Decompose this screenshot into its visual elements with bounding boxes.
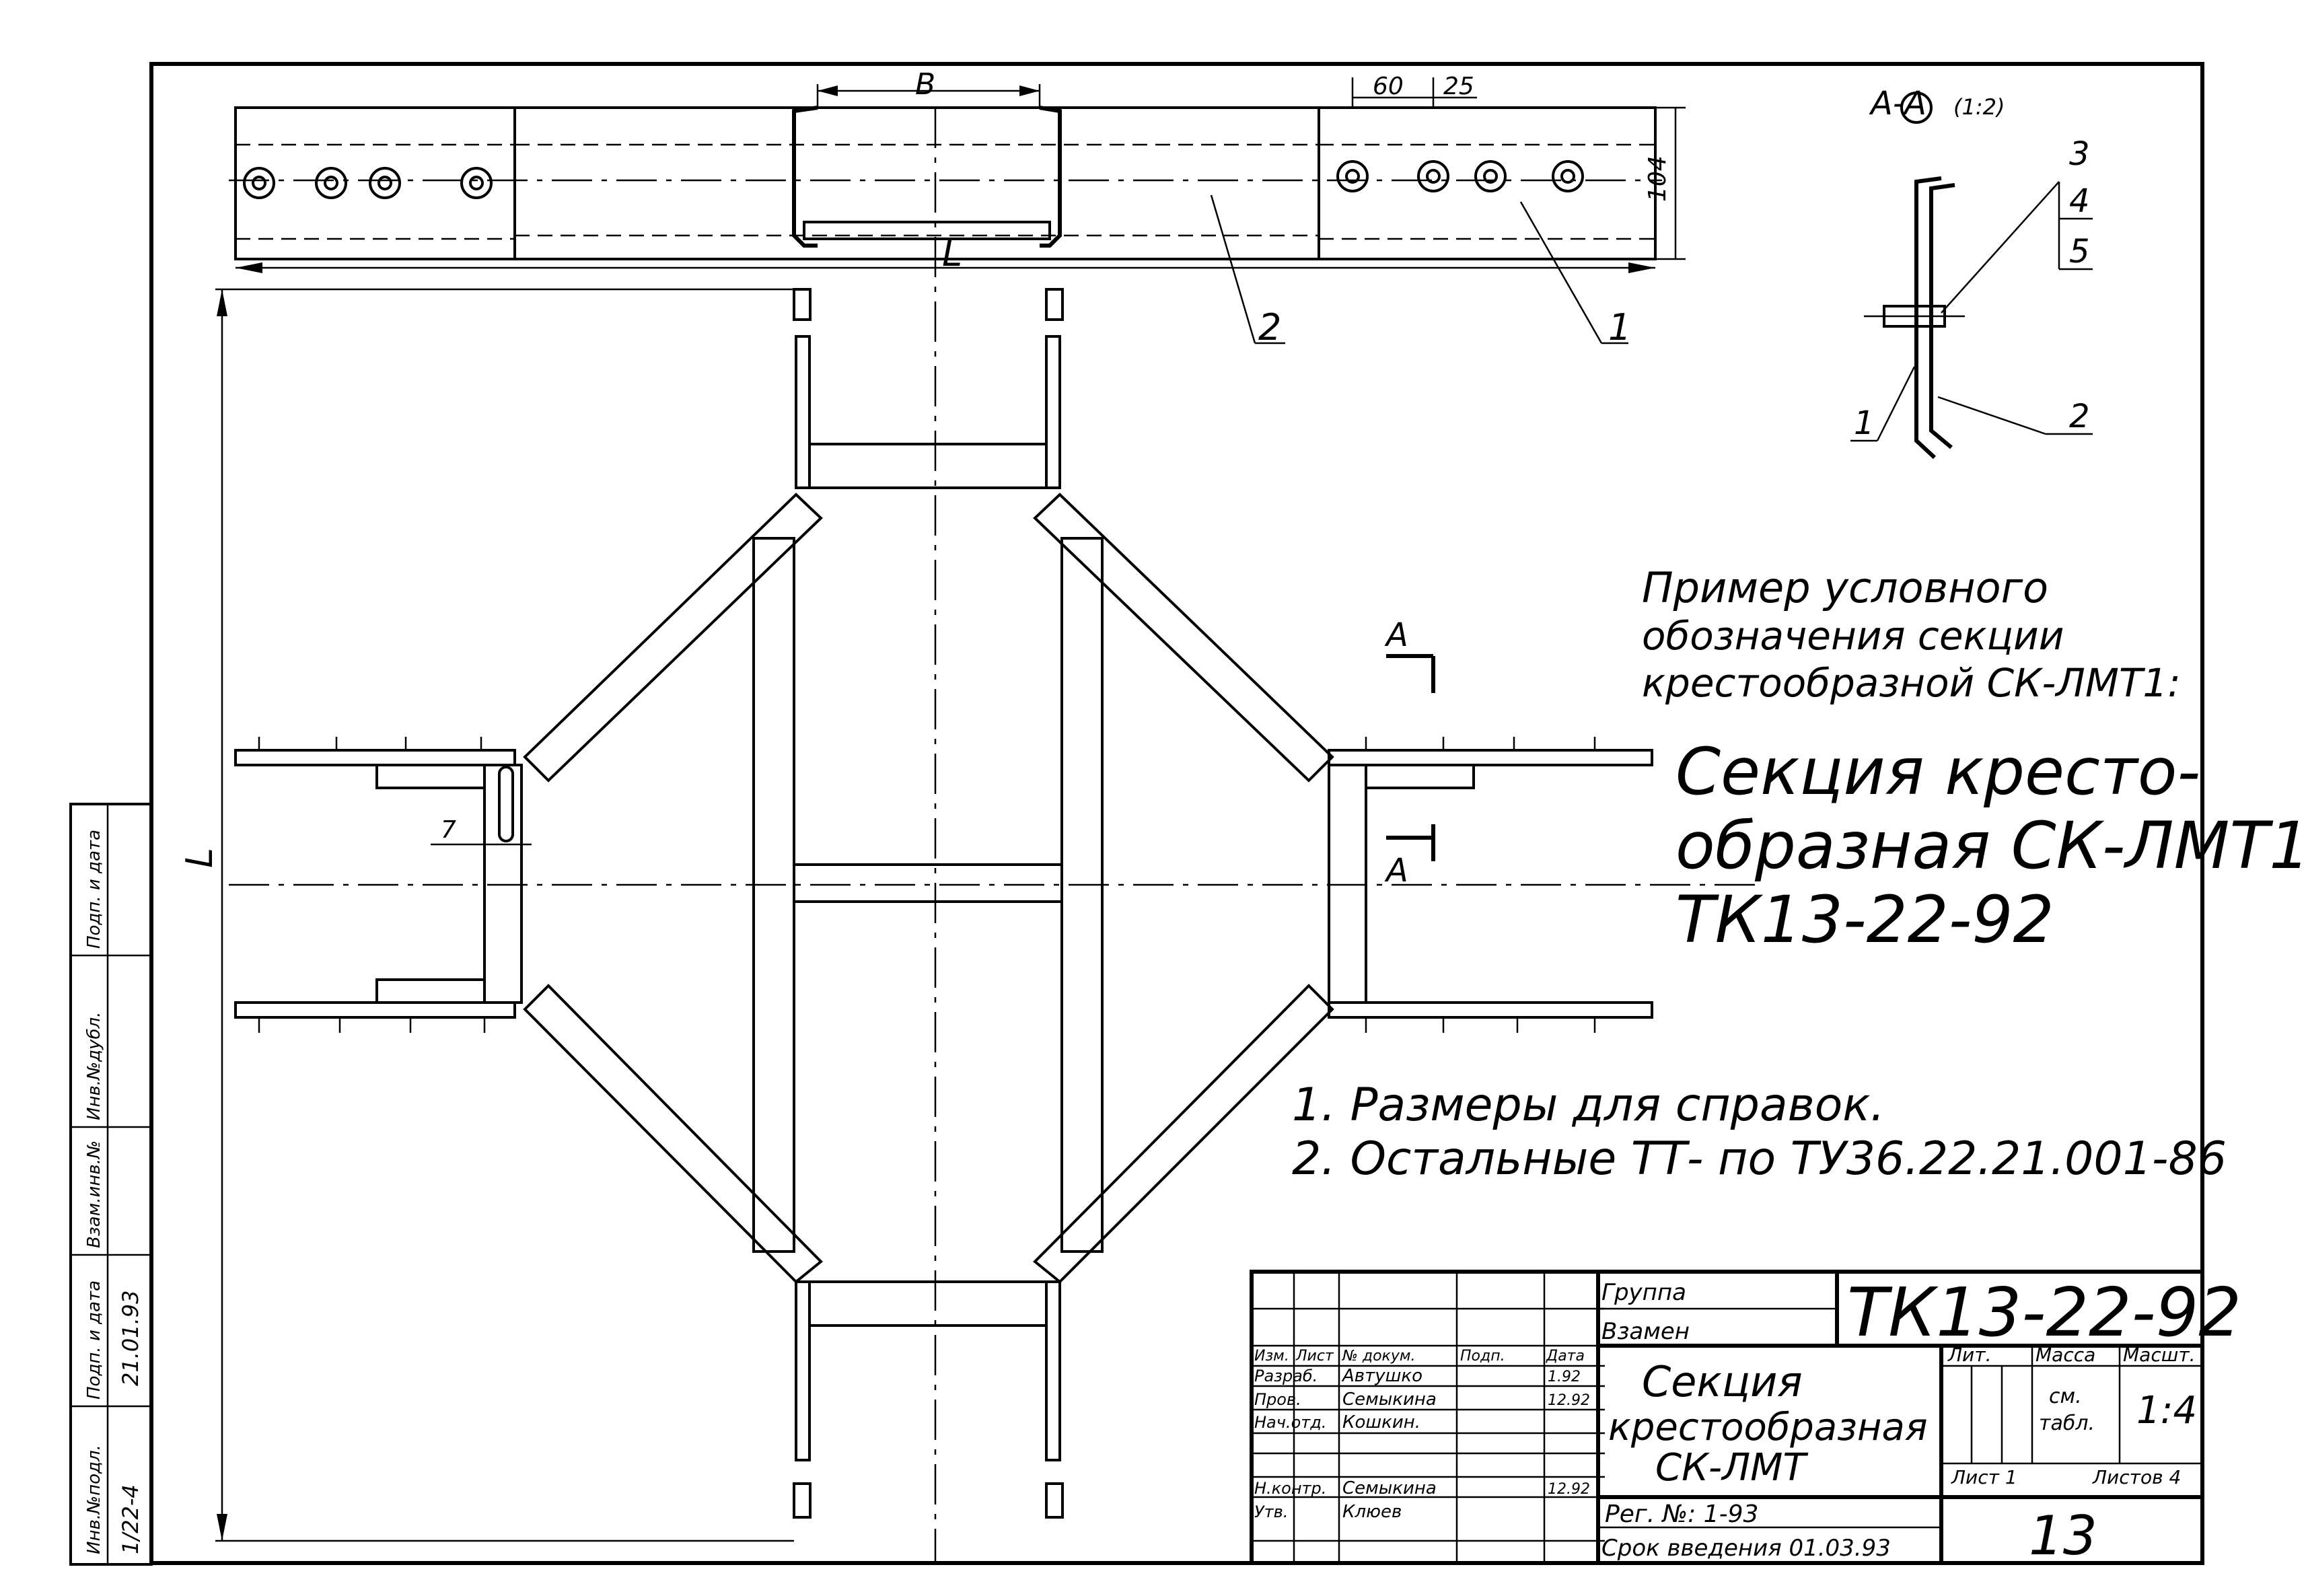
- bolt-row-right: [1336, 160, 1584, 192]
- dim-l-top: L: [942, 232, 962, 275]
- lit-label: Лит.: [1947, 1344, 1991, 1366]
- doc-code: ТК13-22-92: [1847, 1273, 2241, 1352]
- top-view: [229, 77, 1686, 344]
- left-strip: [69, 803, 153, 1566]
- bolt-ticks: [258, 737, 1596, 1033]
- name-4: Семыкина: [1342, 1478, 1437, 1498]
- note-2: 2. Остальные ТТ- по ТУ36.22.21.001-86: [1292, 1132, 2227, 1186]
- dim-25: 25: [1443, 73, 1474, 100]
- hdr-date: Дата: [1546, 1348, 1585, 1365]
- replaced-label: Взамен: [1601, 1318, 1690, 1345]
- role-5: Утв.: [1254, 1502, 1288, 1521]
- role-3: Нач.отд.: [1254, 1413, 1326, 1432]
- doc-name-1: Секция: [1642, 1357, 1803, 1406]
- section-label-3: 3: [2069, 135, 2090, 173]
- name-2: Семыкина: [1342, 1389, 1437, 1410]
- callout-2: 2: [1258, 306, 1281, 349]
- date-2: 12.92: [1548, 1392, 1590, 1409]
- sheet-count: Листов 4: [2092, 1466, 2181, 1488]
- note-1: 1. Размеры для справок.: [1292, 1079, 1885, 1132]
- name-1: Автушко: [1341, 1366, 1422, 1386]
- sheet-number: Лист 1: [1951, 1466, 2017, 1488]
- hdr-izm: Изм.: [1254, 1348, 1289, 1365]
- dim-104: 104: [1644, 155, 1671, 202]
- designation-line-2: образная СК-ЛМТ1: [1676, 808, 2306, 883]
- mass-value-1: см.: [2049, 1385, 2082, 1408]
- group-label: Группа: [1601, 1279, 1686, 1306]
- date-4: 12.92: [1548, 1481, 1590, 1498]
- strip-inv-value: 1/22-4: [118, 1484, 143, 1554]
- strip-sign2-label: Подп. и дата: [84, 830, 104, 949]
- strip-dup-label: Инв.№дубл.: [84, 1012, 104, 1120]
- example-line-3: крестообразной СК-ЛМТ1:: [1642, 660, 2181, 706]
- scale-value: 1:4: [2136, 1389, 2197, 1432]
- role-2: Пров.: [1254, 1390, 1301, 1409]
- strip-replace-label: Взам.инв.№: [84, 1140, 104, 1248]
- role-4: Н.контр.: [1254, 1479, 1326, 1498]
- scale-label: Масшт.: [2123, 1344, 2196, 1366]
- section-a-a: [1850, 92, 2093, 460]
- callout-1: 1: [1608, 306, 1631, 349]
- strip-sign-value: 21.01.93: [118, 1291, 143, 1387]
- designation-line-1: Секция кресто-: [1676, 734, 2200, 809]
- dim-60: 60: [1373, 73, 1404, 100]
- bolt-row-left: [243, 167, 493, 199]
- hdr-doc: № докум.: [1342, 1348, 1415, 1365]
- section-title: A-A: [1869, 85, 1926, 122]
- reg-number: Рег. №: 1-93: [1605, 1500, 1758, 1528]
- section-mark-top: A: [1384, 616, 1408, 654]
- page-number: 13: [2029, 1504, 2097, 1567]
- doc-name-3: СК-ЛМТ: [1655, 1446, 1808, 1490]
- date-1: 1.92: [1548, 1369, 1581, 1385]
- section-mark-bottom: A: [1384, 852, 1408, 890]
- mass-label: Масса: [2035, 1344, 2095, 1366]
- name-3: Кошкин.: [1342, 1412, 1420, 1432]
- doc-name-2: крестообразная: [1608, 1406, 1928, 1449]
- dim-l-side: L: [178, 848, 221, 868]
- section-label-5: 5: [2069, 233, 2090, 270]
- strip-inv-label: Инв.№подл.: [84, 1445, 104, 1554]
- section-label-2: 2: [2069, 398, 2090, 435]
- designation-line-3: ТК13-22-92: [1676, 882, 2054, 957]
- example-line-2: обозначения секции: [1642, 613, 2064, 659]
- hdr-sign: Подп.: [1460, 1348, 1505, 1365]
- section-label-4: 4: [2069, 182, 2090, 220]
- title-block: [1250, 1270, 2204, 1565]
- intro-date: Срок введения 01.03.93: [1601, 1535, 1891, 1562]
- section-label-1: 1: [1854, 404, 1875, 442]
- hdr-list: Лист: [1295, 1348, 1334, 1365]
- plan-view: [215, 108, 1763, 1561]
- role-1: Разраб.: [1254, 1367, 1318, 1385]
- example-line-1: Пример условного: [1642, 563, 2048, 612]
- section-scale: (1:2): [1953, 94, 2005, 120]
- name-5: Клюев: [1342, 1502, 1402, 1522]
- strip-sign-label: Подп. и дата: [84, 1280, 104, 1400]
- mass-value-2: табл.: [2039, 1412, 2095, 1435]
- dim-b: B: [915, 67, 935, 102]
- dim-7: 7: [441, 816, 456, 844]
